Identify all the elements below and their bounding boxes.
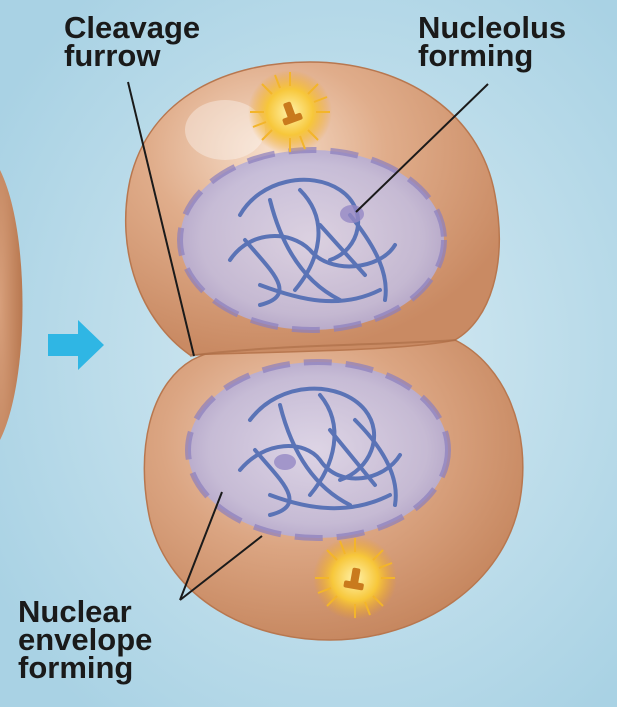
sunburst-icon [248,70,332,154]
sunburst-icon [313,536,397,620]
label-nucleolus-forming: Nucleolus forming [418,14,566,70]
nucleus-top [180,150,444,330]
label-nuclear-envelope-forming: Nuclear envelope forming [18,598,152,682]
nucleus-bottom [188,362,448,538]
label-cleavage-furrow: Cleavage furrow [64,14,200,70]
